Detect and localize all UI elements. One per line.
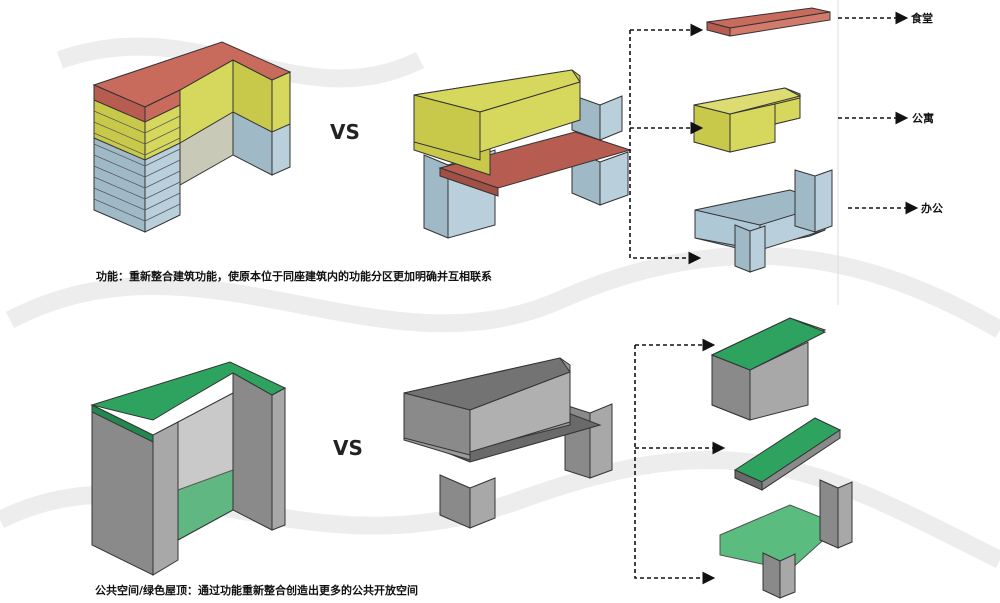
label-apartment: 公寓: [912, 112, 934, 125]
bottom-arrows: [634, 338, 726, 585]
original-block-grey: [90, 361, 287, 576]
exploded-canteen: [706, 7, 831, 37]
caption-public-space: 公共空间/绿色屋顶：通过功能重新整合创造出更多的公共开放空间: [95, 584, 419, 597]
top-arrows: [629, 11, 919, 265]
original-block-floor-lines: [93, 110, 181, 222]
separated-massing-grey: [403, 357, 613, 529]
exploded-green-slab: [733, 417, 842, 491]
caption-function: 功能：重新整合建筑功能，使原本位于同座建筑内的功能分区更加明确并互相联系: [96, 270, 492, 283]
separated-massing-colored: [413, 69, 632, 239]
vs-label-bottom: VS: [333, 436, 363, 460]
exploded-office: [694, 169, 833, 273]
original-block-colored: [92, 41, 292, 233]
label-office: 办公: [921, 202, 943, 215]
vs-label-top: VS: [330, 120, 360, 144]
label-canteen: 食堂: [911, 12, 933, 25]
exploded-apartment: [693, 87, 802, 153]
exploded-green-lower: [719, 479, 853, 599]
exploded-green-upper: [710, 317, 827, 421]
